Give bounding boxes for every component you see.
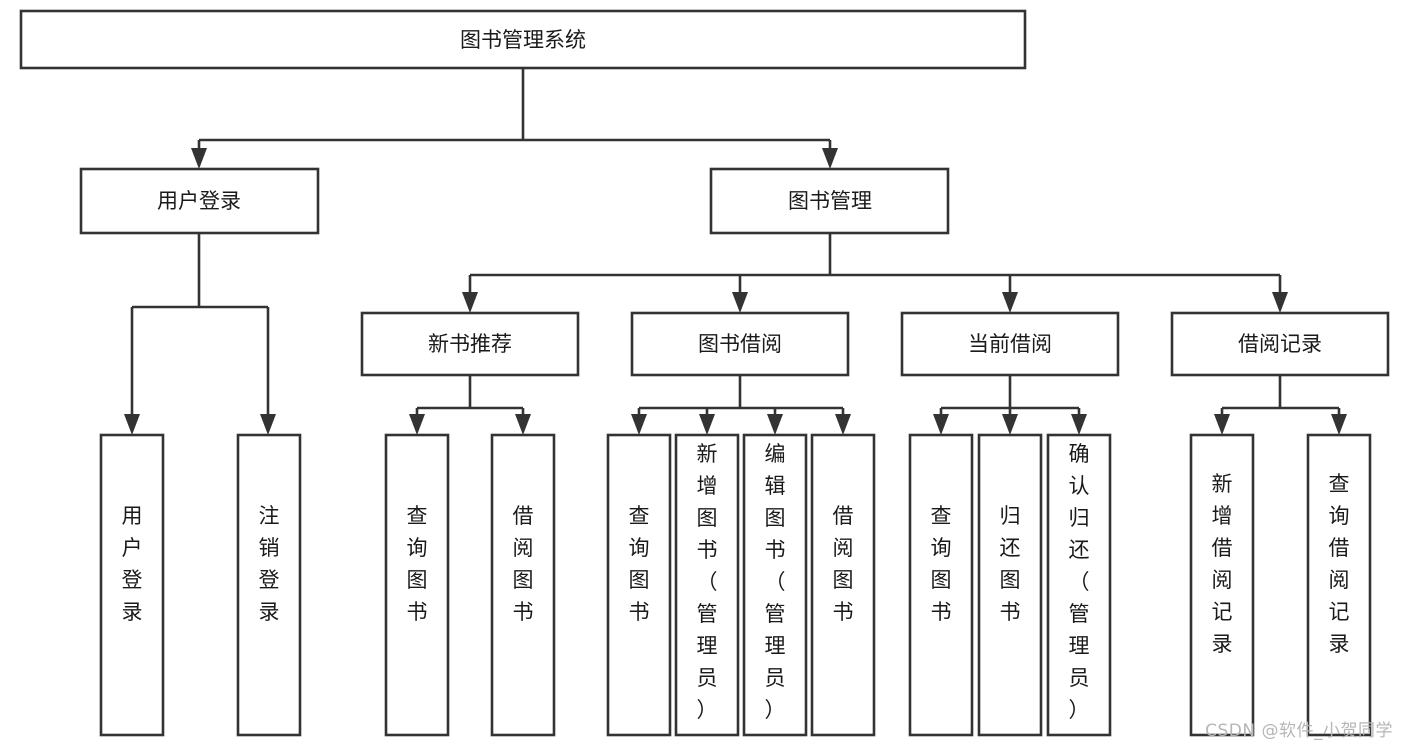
node-leaf-user-logout-box[interactable] xyxy=(236,433,302,737)
node-leaf-confirm-return-box[interactable] xyxy=(1046,433,1112,737)
arrow-head-leaf-add-book xyxy=(699,414,715,435)
node-current-borrow-box[interactable] xyxy=(900,311,1120,377)
arrow-head-leaf-user-logout xyxy=(260,414,276,435)
node-leaf-query-book-1-box[interactable] xyxy=(384,433,450,737)
node-leaf-borrow-book-1-label: 借阅图书 xyxy=(513,504,534,624)
node-leaf-borrow-book-2-label: 借阅图书 xyxy=(833,504,854,624)
node-leaf-return-book[interactable]: 归还图书 xyxy=(977,433,1043,737)
arrow-head-leaf-borrow-book-2 xyxy=(835,414,851,435)
node-leaf-query-book-2-label: 查询图书 xyxy=(629,504,650,624)
node-current-borrow-label: 当前借阅 xyxy=(968,332,1052,356)
node-leaf-query-record-box[interactable] xyxy=(1306,433,1372,737)
node-borrow-record-box[interactable] xyxy=(1170,311,1390,377)
node-leaf-user-login-box[interactable] xyxy=(99,433,165,737)
node-leaf-query-book-1-label: 查询图书 xyxy=(407,504,428,624)
arrow-head-borrow-record xyxy=(1272,292,1288,313)
node-leaf-edit-book-box[interactable] xyxy=(742,433,808,737)
node-leaf-edit-book[interactable]: 编辑图书（管理员） xyxy=(742,433,808,737)
node-user-login[interactable]: 用户登录 xyxy=(79,167,320,235)
node-leaf-query-book-2[interactable]: 查询图书 xyxy=(606,433,672,737)
node-leaf-user-logout[interactable]: 注销登录 xyxy=(236,433,302,737)
arrow-head-leaf-borrow-book-1 xyxy=(515,414,531,435)
node-leaf-query-book-3-label: 查询图书 xyxy=(931,504,952,624)
node-borrow-record[interactable]: 借阅记录 xyxy=(1170,311,1390,377)
node-book-borrow-label: 图书借阅 xyxy=(698,332,782,356)
node-leaf-add-book-label: 新增图书（管理员） xyxy=(697,442,718,722)
node-user-login-label: 用户登录 xyxy=(157,189,241,213)
node-book-management-box[interactable] xyxy=(709,167,950,235)
node-leaf-borrow-book-2[interactable]: 借阅图书 xyxy=(810,433,876,737)
arrow-head-leaf-edit-book xyxy=(767,414,783,435)
node-leaf-query-book-2-box[interactable] xyxy=(606,433,672,737)
node-leaf-user-logout-label: 注销登录 xyxy=(259,504,280,624)
arrow-head-leaf-confirm-return xyxy=(1071,414,1087,435)
connector-group-book-borrow xyxy=(631,375,851,435)
node-root[interactable]: 图书管理系统 xyxy=(19,9,1027,70)
node-leaf-user-login-label: 用户登录 xyxy=(122,504,143,624)
connector-group-root xyxy=(191,68,838,169)
node-leaf-add-record[interactable]: 新增借阅记录 xyxy=(1189,433,1255,737)
arrow-head-leaf-query-book-3 xyxy=(933,414,949,435)
node-book-borrow-box[interactable] xyxy=(630,311,850,377)
node-leaf-user-login[interactable]: 用户登录 xyxy=(99,433,165,737)
node-leaf-add-record-label: 新增借阅记录 xyxy=(1212,472,1233,656)
node-user-login-box[interactable] xyxy=(79,167,320,235)
node-leaf-add-book[interactable]: 新增图书（管理员） xyxy=(674,433,740,737)
node-new-book-recommend-label: 新书推荐 xyxy=(428,332,512,356)
arrow-head-book-borrow xyxy=(732,292,748,313)
node-book-borrow[interactable]: 图书借阅 xyxy=(630,311,850,377)
node-leaf-borrow-book-2-box[interactable] xyxy=(810,433,876,737)
node-leaf-query-book-3[interactable]: 查询图书 xyxy=(908,433,974,737)
node-leaf-add-record-box[interactable] xyxy=(1189,433,1255,737)
connector-group-current-borrow xyxy=(933,375,1087,435)
node-leaf-confirm-return-label: 确认归还（管理员） xyxy=(1069,442,1090,722)
connector-group-new-book-recommend xyxy=(409,375,531,435)
arrow-head-current-borrow xyxy=(1002,292,1018,313)
node-new-book-recommend-box[interactable] xyxy=(360,311,580,377)
arrow-head-leaf-query-record xyxy=(1331,414,1347,435)
node-leaf-add-book-box[interactable] xyxy=(674,433,740,737)
node-leaf-confirm-return[interactable]: 确认归还（管理员） xyxy=(1046,433,1112,737)
node-leaf-return-book-box[interactable] xyxy=(977,433,1043,737)
node-current-borrow[interactable]: 当前借阅 xyxy=(900,311,1120,377)
node-leaf-edit-book-label: 编辑图书（管理员） xyxy=(765,442,786,722)
node-leaf-borrow-book-1-box[interactable] xyxy=(490,433,556,737)
connector-group-book-management xyxy=(462,233,1288,313)
arrow-head-leaf-add-record xyxy=(1214,414,1230,435)
node-book-management-label: 图书管理 xyxy=(788,189,872,213)
arrow-head-new-book-recommend xyxy=(462,292,478,313)
node-leaf-query-book-1[interactable]: 查询图书 xyxy=(384,433,450,737)
arrow-head-leaf-query-book-2 xyxy=(631,414,647,435)
arrow-head-user-login xyxy=(191,148,207,169)
csdn-watermark: CSDN @软件_小贺同学 xyxy=(1205,721,1393,741)
arrow-head-book-management xyxy=(822,148,838,169)
node-borrow-record-label: 借阅记录 xyxy=(1238,332,1322,356)
node-leaf-query-book-3-box[interactable] xyxy=(908,433,974,737)
node-book-management[interactable]: 图书管理 xyxy=(709,167,950,235)
node-leaf-query-record[interactable]: 查询借阅记录 xyxy=(1306,433,1372,737)
node-new-book-recommend[interactable]: 新书推荐 xyxy=(360,311,580,377)
connector-group-borrow-record xyxy=(1214,375,1347,435)
node-root-label: 图书管理系统 xyxy=(460,28,586,52)
arrow-head-leaf-user-login xyxy=(124,414,140,435)
arrow-head-leaf-query-book-1 xyxy=(409,414,425,435)
node-leaf-borrow-book-1[interactable]: 借阅图书 xyxy=(490,433,556,737)
connector-group-user-login xyxy=(124,233,276,435)
node-leaf-return-book-label: 归还图书 xyxy=(1000,504,1021,624)
node-root-box[interactable] xyxy=(19,9,1027,70)
node-leaf-query-record-label: 查询借阅记录 xyxy=(1329,472,1350,656)
arrow-head-leaf-return-book xyxy=(1002,414,1018,435)
